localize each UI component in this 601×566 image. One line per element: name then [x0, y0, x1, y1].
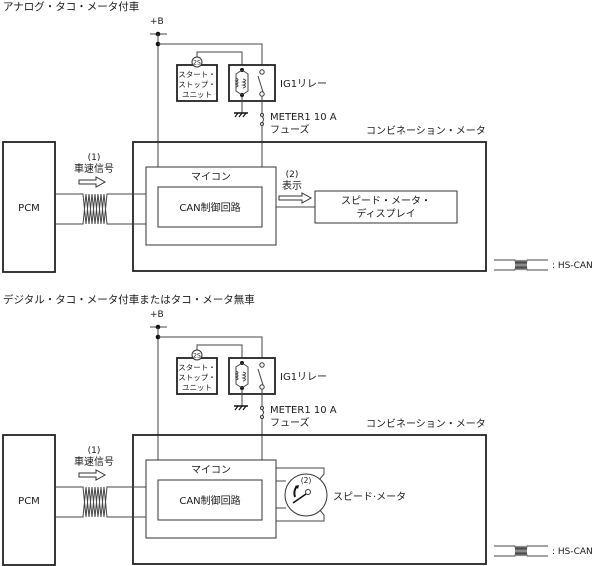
- relay-label: IG1リレー: [280, 79, 327, 90]
- start-stop-wire: [196, 51, 243, 70]
- signal-1-number: (1): [88, 446, 101, 456]
- ig1-relay-box: [228, 357, 276, 395]
- signal-1-number: (1): [88, 153, 101, 163]
- pcm-box: [2, 141, 56, 273]
- combination-meter-label: コンビネーション・メータ: [366, 418, 486, 430]
- ground-icon: [234, 390, 248, 411]
- can-twisted-pair: [55, 193, 158, 225]
- start-stop-line: スタート・: [178, 70, 216, 79]
- start-stop-line: ユニット: [182, 90, 212, 99]
- start-stop-unit-box: [176, 357, 218, 395]
- connector-2s-icon: [191, 349, 203, 361]
- legend-label: : HS-CAN: [552, 547, 593, 557]
- fuse-label: フューズ: [270, 416, 310, 429]
- relay-label: IG1リレー: [280, 372, 327, 383]
- can-twisted-pair: [55, 486, 158, 518]
- legend-label: : HS-CAN: [552, 261, 593, 271]
- ig1-relay-box: [228, 64, 276, 102]
- fuse-label: METER1 10 A: [270, 405, 337, 416]
- start-stop-line: スタート・: [178, 363, 216, 372]
- signal-2-number: (2): [286, 170, 299, 180]
- signal-1-arrow-icon: [78, 176, 107, 188]
- speedometer-display-box: [314, 190, 458, 224]
- start-stop-line: ユニット: [182, 383, 212, 392]
- relay-coil-icon: [234, 68, 249, 97]
- fuse-label: METER1 10 A: [270, 112, 337, 123]
- output-label: スピード・メータ・: [341, 195, 431, 207]
- output-label: スピード·メータ: [333, 491, 406, 503]
- signal-2-number: (2): [301, 476, 312, 485]
- combination-meter-label: コンビネーション・メータ: [366, 125, 486, 137]
- relay-switch-icon: [257, 69, 265, 113]
- speedometer-gauge-icon: [276, 467, 328, 522]
- hs-can-legend: : HS-CAN: [494, 545, 593, 557]
- pcm-label: PCM: [18, 496, 40, 507]
- pcm-label: PCM: [18, 203, 40, 214]
- output-label: ディスプレイ: [356, 207, 415, 220]
- power-label: +B: [150, 310, 164, 320]
- diagram-analog-tacho: アナログ・タコ・メータ付車 +B 2S スタート・ ストップ・ ユニット: [2, 0, 593, 273]
- power-branch-wire: [158, 43, 263, 70]
- diagram-title: アナログ・タコ・メータ付車: [3, 0, 139, 13]
- signal-1-label: 車速信号: [74, 455, 114, 468]
- signal-2-arrow-icon: [278, 192, 313, 204]
- signal-1-arrow-icon: [78, 469, 107, 481]
- fuse-label: フューズ: [270, 123, 310, 136]
- hs-can-legend: : HS-CAN: [494, 259, 593, 271]
- connector-2s-icon: [191, 56, 203, 68]
- connector-label: 2S: [193, 353, 201, 360]
- can-circuit-label: CAN制御回路: [179, 201, 240, 214]
- power-label: +B: [150, 17, 164, 27]
- can-circuit-box: [157, 479, 263, 521]
- signal-2-label: 表示: [282, 179, 302, 192]
- diagram-title: デジタル・タコ・メータ付車またはタコ・メータ無車: [3, 293, 255, 306]
- micom-label: マイコン: [191, 465, 231, 476]
- relay-coil-icon: [234, 361, 249, 390]
- connector-label: 2S: [193, 60, 201, 67]
- can-circuit-label: CAN制御回路: [179, 494, 240, 507]
- start-stop-line: ストップ・: [178, 373, 216, 382]
- diagram-digital-tacho: デジタル・タコ・メータ付車またはタコ・メータ無車 +B 2S スタート・ ストッ…: [2, 293, 593, 566]
- pcm-box: [2, 434, 56, 566]
- signal-1-label: 車速信号: [74, 162, 114, 175]
- micom-label: マイコン: [191, 172, 231, 183]
- start-stop-line: ストップ・: [178, 80, 216, 89]
- can-circuit-box: [157, 186, 263, 228]
- relay-switch-icon: [257, 362, 265, 406]
- ground-icon: [234, 97, 248, 118]
